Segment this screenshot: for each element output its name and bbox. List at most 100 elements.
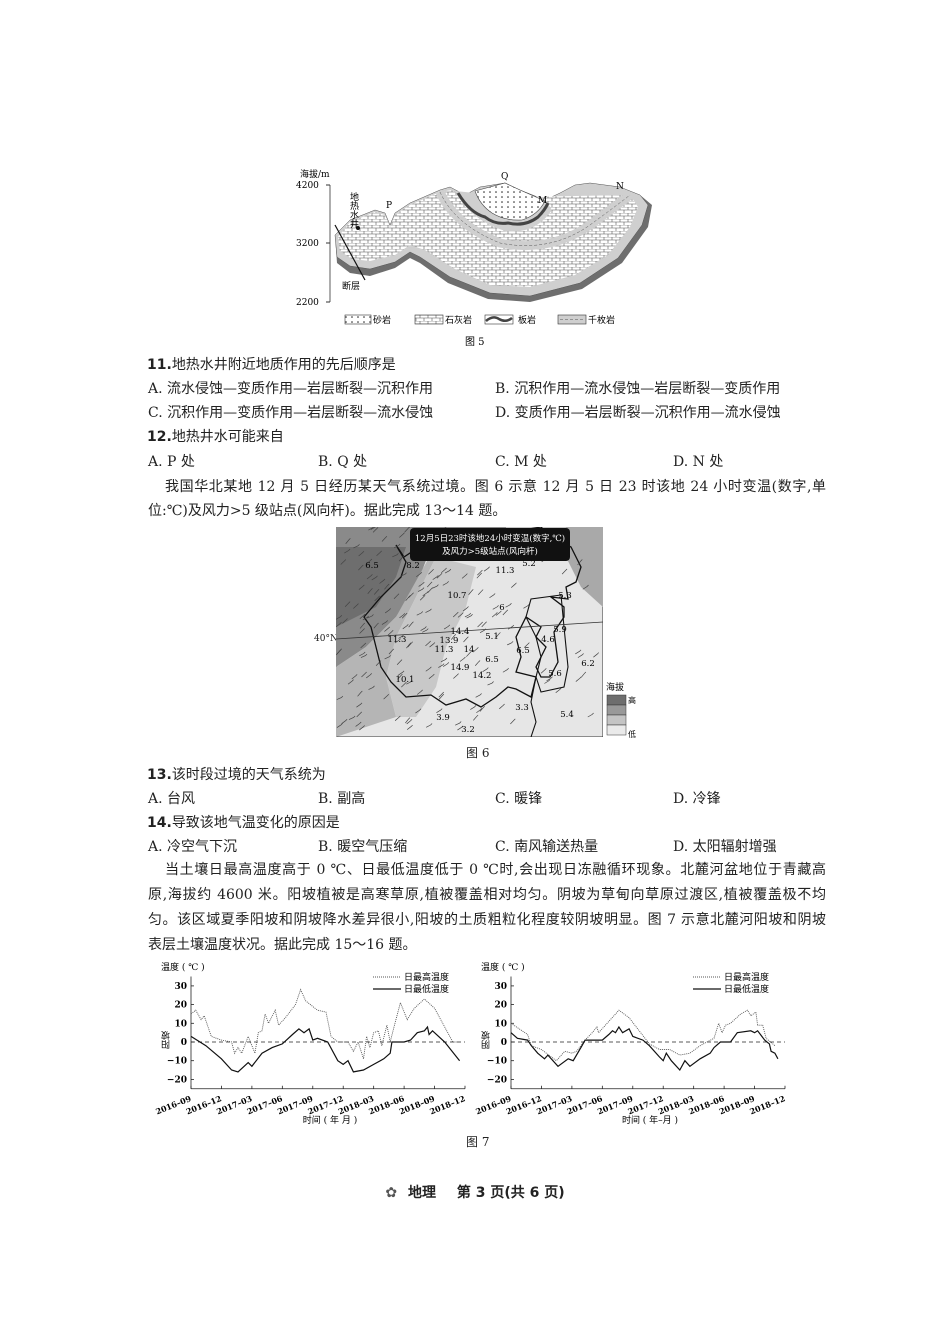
wind-barb: [368, 527, 374, 531]
wind-barb: [462, 606, 469, 612]
map-title-box: [410, 528, 570, 561]
wind-barb: [477, 569, 483, 576]
wind-barb: [452, 611, 459, 618]
q11-option-d[interactable]: D. 变质作用—岩层断裂—沉积作用—流水侵蚀: [495, 405, 781, 421]
q13-option-c[interactable]: C. 暖锋: [495, 791, 543, 807]
q14-option-b[interactable]: B. 暖空气压缩: [318, 839, 408, 855]
q12-option-a[interactable]: A. P 处: [148, 454, 195, 470]
temperature-change-label: 5.6: [548, 669, 562, 679]
temperature-change-label: 5.3: [558, 591, 572, 601]
wind-barb: [407, 641, 413, 648]
legend-label: 日最低温度: [724, 983, 769, 995]
wind-barb: [400, 572, 407, 577]
map-title-line: 及风力>5级站点(风向杆): [442, 546, 538, 557]
sunny-slope-soil-temperature-chart: 3020100−10−202016–092016–122017–032017–0…: [155, 961, 466, 1126]
wind-barb: [481, 621, 487, 628]
wind-barb: [428, 569, 434, 575]
wind-barb: [482, 667, 489, 673]
wind-barb: [477, 621, 483, 628]
y-axis-label: 温度 ( ℃ ): [161, 961, 205, 973]
figure-caption: 图 7: [466, 1135, 490, 1149]
wind-barb: [470, 705, 477, 710]
wind-barb: [394, 638, 401, 644]
wind-barb: [398, 555, 405, 562]
legend-title: 海拔: [606, 681, 624, 693]
series-line-max: [190, 988, 460, 1059]
question-14-stem: 14.导致该地气温变化的原因是: [147, 815, 340, 831]
wind-barb: [438, 693, 445, 700]
wind-barb: [359, 725, 365, 731]
temperature-change-label: 3.9: [436, 713, 450, 723]
wind-barb: [580, 671, 587, 678]
wind-barb: [511, 582, 517, 588]
wind-barb: [396, 659, 403, 665]
y-tick-label: 0: [181, 1038, 187, 1048]
wind-barb: [577, 559, 583, 566]
q11-option-b[interactable]: B. 沉积作用—流水侵蚀—岩层断裂—变质作用: [495, 381, 781, 397]
wind-barb: [394, 715, 401, 721]
wind-barb: [463, 636, 469, 643]
q14-option-a[interactable]: A. 冷空气下沉: [148, 839, 238, 855]
series-line-max: [510, 1009, 776, 1062]
y-tick-label: 10: [174, 1019, 187, 1029]
wind-barb: [401, 681, 407, 688]
elevation-legend: 海拔 高 低: [606, 681, 636, 739]
wind-barb: [344, 601, 351, 607]
wind-barb: [405, 717, 411, 724]
wind-barb: [477, 589, 484, 595]
q12-option-d[interactable]: D. N 处: [673, 454, 724, 470]
wind-barb: [353, 544, 360, 549]
wind-barb: [582, 584, 589, 590]
wind-barb: [502, 667, 509, 673]
q11-option-c[interactable]: C. 沉积作用—变质作用—岩层断裂—流水侵蚀: [148, 405, 434, 421]
wind-barb: [476, 572, 482, 579]
wind-barb: [368, 685, 375, 690]
y-tick-label: 20: [494, 1001, 507, 1011]
wind-barb: [359, 622, 365, 629]
wind-barb: [359, 651, 366, 657]
wind-barb: [357, 690, 363, 697]
wind-barb: [453, 673, 459, 679]
wind-barb: [436, 573, 443, 579]
legend-label: 砂岩: [373, 314, 391, 326]
q13-option-d[interactable]: D. 冷锋: [673, 791, 721, 807]
legend-label: 板岩: [518, 314, 536, 326]
wind-barb: [375, 660, 382, 667]
well-label: 地热水井: [348, 191, 359, 229]
q12-option-c[interactable]: C. M 处: [495, 454, 547, 470]
legend-swatch-limestone: [414, 314, 444, 325]
wind-barb: [344, 548, 351, 554]
wind-barb: [464, 612, 472, 618]
q13-option-b[interactable]: B. 副高: [318, 791, 366, 807]
q12-option-b[interactable]: B. Q 处: [318, 454, 368, 470]
wind-barb: [408, 592, 414, 598]
wind-barb: [392, 553, 399, 558]
wind-barb: [546, 676, 553, 682]
wind-barb: [404, 527, 410, 533]
wind-barb: [457, 612, 464, 618]
wind-barb: [495, 610, 502, 616]
x-axis-label: 时间 ( 年–月 ): [622, 1114, 678, 1126]
wind-barb: [362, 615, 369, 621]
wind-barb: [479, 628, 487, 633]
y-tick-label: 20: [174, 1001, 187, 1011]
q14-option-d[interactable]: D. 太阳辐射增强: [673, 839, 777, 855]
label-M: M: [538, 196, 547, 206]
wind-barb: [341, 718, 348, 724]
wind-barb: [506, 641, 514, 646]
intro-15-line: 匀。该区域夏季阳坡和阴坡降水差异很小,阳坡的土质粗粒化程度较阴坡明显。图 7 示…: [148, 912, 826, 928]
q13-option-a[interactable]: A. 台风: [148, 791, 196, 807]
series-line-min: [190, 1025, 461, 1073]
x-axis-label: 时间 ( 年 月 ): [303, 1114, 357, 1126]
wind-barb: [459, 656, 466, 662]
wind-barb: [417, 689, 423, 695]
wind-barb: [544, 679, 551, 684]
geothermal-well-marker: [356, 226, 360, 230]
wind-barb: [373, 622, 379, 629]
q14-option-c[interactable]: C. 南风输送热量: [495, 839, 599, 855]
figure5-geologic-section: 海拔/m 4200 3200 2200 地热水井 断层 P Q M N 砂岩 石…: [296, 168, 652, 348]
latitude-line-40n: [336, 621, 603, 640]
q11-option-a[interactable]: A. 流水侵蚀—变质作用—岩层断裂—沉积作用: [148, 381, 434, 397]
temperature-change-label: 11.3: [496, 566, 515, 576]
wind-barb: [351, 674, 358, 680]
